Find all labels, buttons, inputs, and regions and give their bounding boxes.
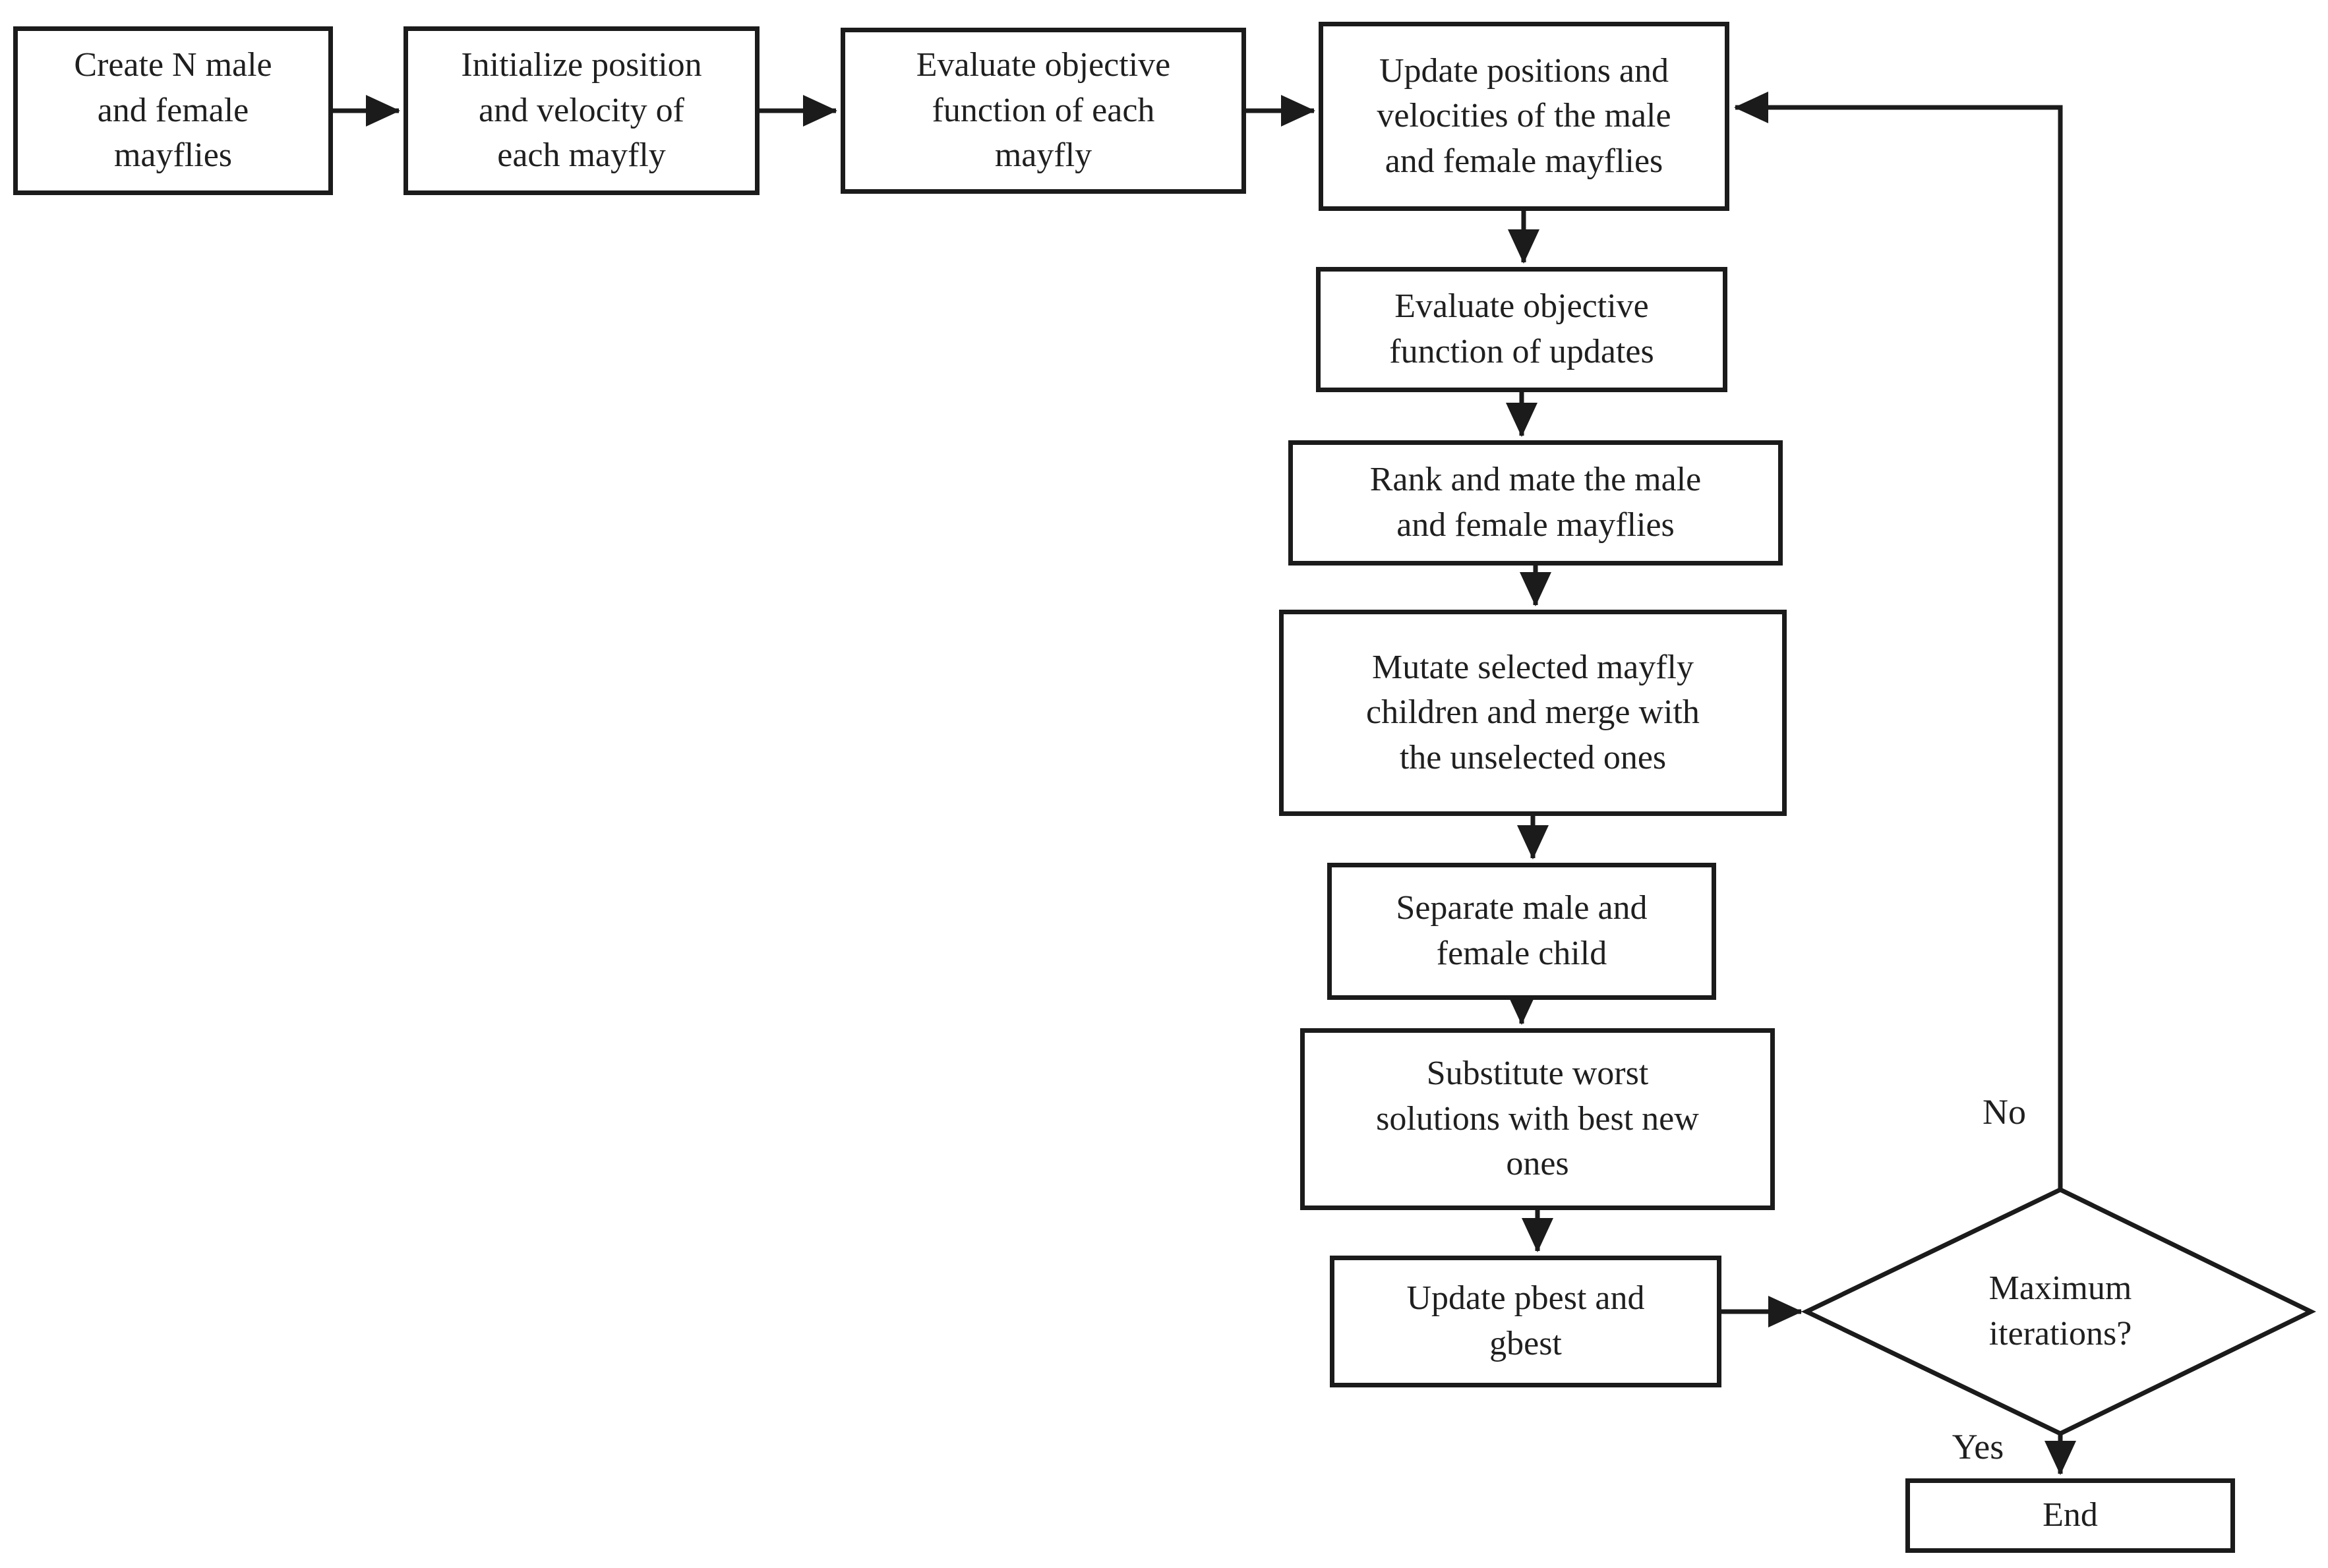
node-mutate-merge: Mutate selected mayfly children and merg… [1279, 610, 1787, 816]
node-evaluate-updates: Evaluate objective function of updates [1316, 267, 1727, 392]
node-rank-mate: Rank and mate the male and female mayfli… [1288, 440, 1783, 566]
node-initialize: Initialize position and velocity of each… [403, 26, 760, 195]
edge-label-yes: Yes [1952, 1427, 2004, 1466]
node-evaluate-each: Evaluate objective function of each mayf… [841, 28, 1246, 194]
node-substitute-worst: Substitute worst solutions with best new… [1300, 1028, 1775, 1210]
node-create-mayflies: Create N male and female mayflies [13, 26, 333, 195]
edge-label-no: No [1983, 1092, 2026, 1132]
node-update-positions: Update positions and velocities of the m… [1319, 22, 1729, 211]
node-separate-children: Separate male and female child [1327, 863, 1716, 1000]
node-end: End [1905, 1478, 2235, 1553]
node-update-pbest-gbest: Update pbest and gbest [1330, 1256, 1721, 1387]
decision-max-iterations-label: Maximum iterations? [1988, 1269, 2132, 1352]
edge-decision-no-loop [1734, 92, 2063, 1190]
